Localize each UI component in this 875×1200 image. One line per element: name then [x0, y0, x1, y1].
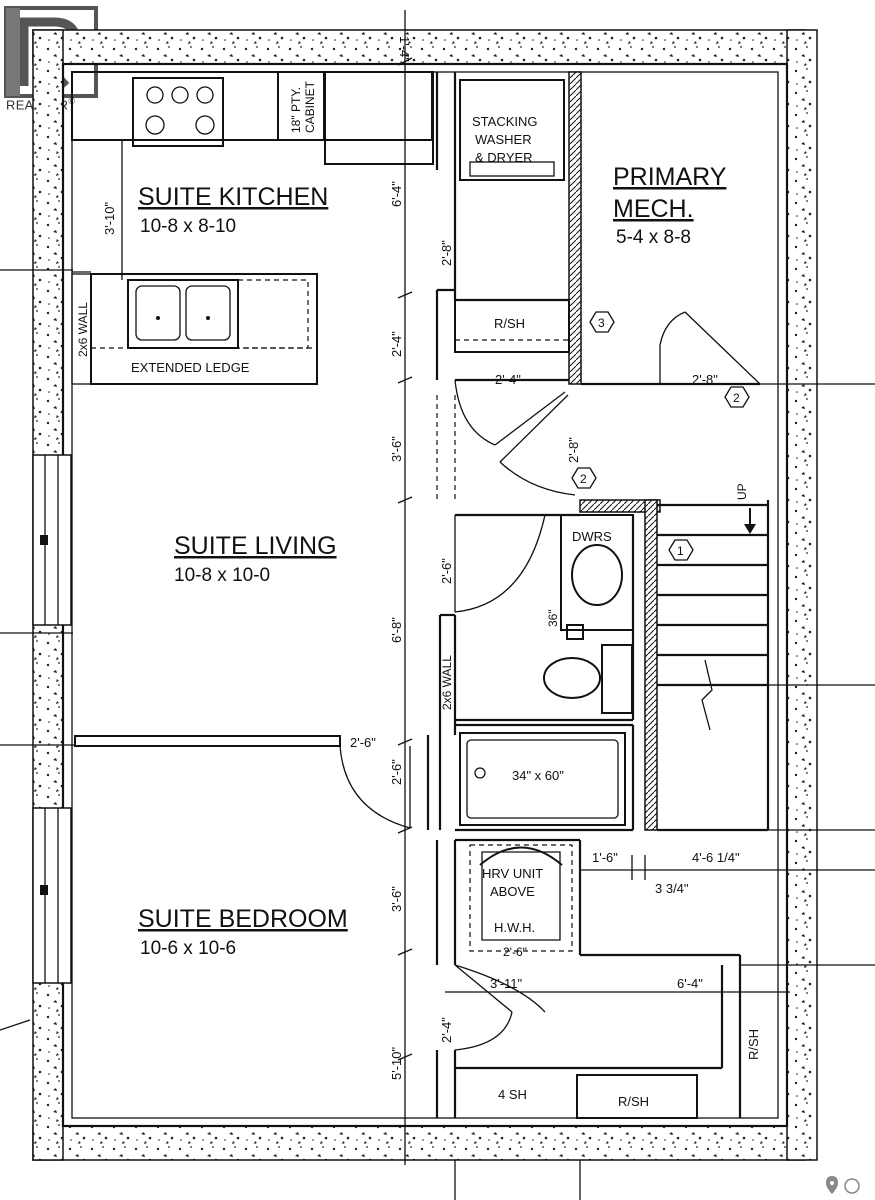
mech-dims: 5-4 x 8-8 [616, 227, 691, 248]
washer-label-1: STACKING [472, 114, 538, 129]
dim-2-6-v: 2'-6" [389, 759, 404, 785]
door-swings [339, 311, 761, 1051]
kitchen-dims: 10-8 x 8-10 [140, 216, 236, 237]
foundation-walls [32, 29, 818, 1161]
hex-marker-2b: 2 [571, 467, 597, 489]
washer-label-2: WASHER [475, 132, 532, 147]
dim-6-4-top: 6'-4" [389, 181, 404, 207]
bedroom-title: SUITE BEDROOM [138, 905, 348, 933]
cabinet-label-1: 18" PTY. [289, 87, 303, 133]
dimension-lines [0, 10, 875, 1200]
cabinet-label-2: CABINET [303, 80, 317, 133]
dim-2-8-washer: 2'-8" [439, 240, 454, 266]
dim-1-4: 1'-4" [397, 36, 412, 62]
mech-title-1: PRIMARY [613, 163, 727, 191]
hex-marker-2a: 2 [724, 386, 750, 408]
dim-3-6-low: 3'-6" [389, 886, 404, 912]
dim-6-4-bottom: 6'-4" [677, 976, 703, 991]
mech-title-2: MECH. [613, 195, 694, 223]
tub-label: 34" x 60" [512, 768, 564, 783]
dim-1-6: 1'-6" [592, 850, 618, 865]
dim-3-10: 3'-10" [102, 201, 117, 235]
dim-36: 36" [546, 609, 560, 627]
hrv-label-1: HRV UNIT [482, 866, 543, 881]
dim-2-4-low: 2'-4" [439, 1017, 454, 1043]
map-pin-icon [826, 1176, 838, 1194]
svg-text:2: 2 [580, 472, 587, 486]
kitchen-title: SUITE KITCHEN [138, 183, 328, 211]
svg-text:1: 1 [677, 544, 684, 558]
dim-6-8: 6'-8" [389, 617, 404, 643]
hrv-unit-icon [469, 844, 573, 952]
dim-2-4-door: 2'-4" [495, 372, 521, 387]
rsh-bottom-label: R/SH [618, 1094, 649, 1109]
hex-marker-1: 1 [668, 539, 694, 561]
shelf-4sh-label: 4 SH [498, 1087, 527, 1102]
bedroom-dims: 10-6 x 10-6 [140, 938, 236, 959]
svg-text:3: 3 [598, 316, 605, 330]
rsh-top-label: R/SH [494, 316, 525, 331]
bathtub-icon [459, 732, 626, 826]
wall-label-bath: 2x6 WALL [440, 655, 454, 710]
stove-icon [132, 77, 224, 147]
dim-3-11: 3'-11" [490, 976, 523, 991]
washer-dryer-icon [459, 79, 565, 181]
interior-walls [74, 71, 770, 1119]
dim-3-3-4: 3 3/4" [655, 881, 689, 896]
dim-2-6-hwh: 2'-6" [503, 945, 527, 959]
hrv-label-2: ABOVE [490, 884, 535, 899]
wall-label-kitchen: 2x6 WALL [76, 302, 90, 357]
dim-2-6-bed-door: 2'-6" [350, 735, 376, 750]
dim-3-6-top: 3'-6" [389, 436, 404, 462]
living-dims: 10-8 x 10-0 [174, 565, 270, 586]
hex-marker-3: 3 [589, 311, 615, 333]
sink-icon [127, 279, 239, 349]
kitchen-fixtures [71, 71, 434, 385]
dim-4-6-1-4: 4'-6 1/4" [692, 850, 740, 865]
dim-2-8-hall: 2'-8" [566, 437, 581, 463]
dim-2-8-mech: 2'-8" [692, 372, 718, 387]
svg-text:2: 2 [733, 391, 740, 405]
dwrs-label: DWRS [572, 529, 612, 544]
living-title: SUITE LIVING [174, 532, 337, 560]
basin-icon [571, 544, 623, 606]
up-arrow-icon [744, 524, 756, 534]
washer-label-3: & DRYER [475, 150, 533, 165]
dim-2-4-mid: 2'-4" [389, 331, 404, 357]
toilet-icon [543, 657, 601, 699]
hwh-label: H.W.H. [494, 920, 535, 935]
watermark-icon [844, 1178, 860, 1194]
rsh-right-label: R/SH [746, 1029, 761, 1060]
dim-2-6-bath: 2'-6" [439, 558, 454, 584]
dim-5-10: 5'-10" [389, 1046, 404, 1080]
ledge-label: EXTENDED LEDGE [131, 360, 250, 375]
stairs-up-label: UP [735, 483, 749, 500]
stairs [657, 508, 768, 731]
utility-fixtures [454, 79, 634, 952]
